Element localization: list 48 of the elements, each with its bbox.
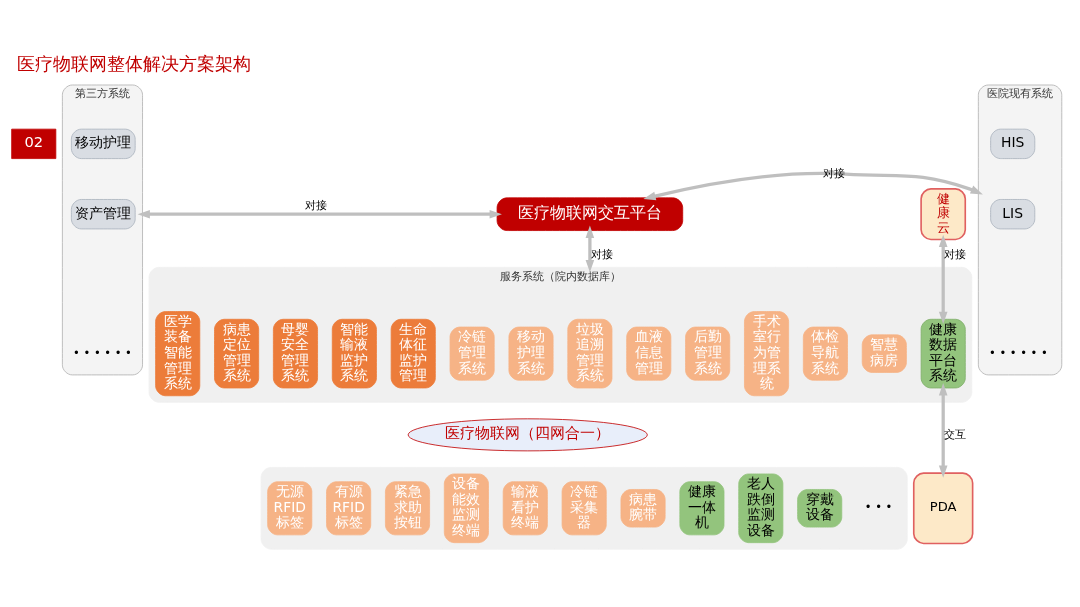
label: • • •: [864, 499, 893, 514]
node-box: 有源RFID标签: [326, 480, 372, 535]
node-box: 设备能效监测终端: [443, 473, 489, 543]
node-box: 后勤管理系统: [685, 326, 731, 381]
node-box: 移动护理系统: [508, 326, 554, 381]
node-ellipse: 医疗物联网（四网合一）: [407, 417, 648, 451]
node-box: 老人跌倒监测设备: [738, 473, 784, 543]
label: • • • • • •: [989, 345, 1048, 360]
node-box: 病患定位管理系统: [214, 318, 260, 388]
arrow: [137, 209, 502, 218]
node-box: 健康数据平台系统: [920, 318, 966, 388]
arrow: [938, 382, 948, 478]
edge-label: 对接: [590, 246, 613, 261]
node-box: LIS: [990, 198, 1036, 229]
node-box: 冷链管理系统: [449, 326, 495, 381]
edge-label: 对接: [822, 165, 845, 180]
node-box: 移动护理: [70, 128, 136, 159]
cluster: [260, 466, 908, 550]
node-box: 资产管理: [70, 198, 136, 229]
node-box: 体检导航系统: [802, 326, 848, 381]
node-box: 紧急求助按钮: [385, 480, 430, 535]
node-box: 生命体征监护管理: [390, 318, 436, 388]
node-box: 医学装备智能管理系统: [155, 310, 201, 396]
node-box: 医疗物联网交互平台: [496, 196, 684, 231]
node-box: HIS: [990, 128, 1036, 159]
arrow: [938, 234, 948, 324]
diagram-title: 医疗物联网整体解决方案架构: [16, 52, 251, 74]
node-box: 血液信息管理: [626, 326, 672, 381]
node-box: 健康云: [920, 187, 967, 240]
node-box: 智能输液监护系统: [331, 318, 377, 388]
edge-label: 对接: [305, 197, 328, 212]
label: • • • • • •: [73, 345, 132, 360]
node-box: 健康一体机: [679, 480, 725, 535]
node-box: 输液看护终端: [502, 480, 548, 535]
node-box: 垃圾追溯管理系统: [567, 318, 613, 388]
edge-label: 交互: [944, 426, 967, 441]
arrow: [585, 225, 595, 272]
node-box: 手术室行为管理系统: [744, 310, 790, 396]
edge-label: 对接: [944, 246, 967, 261]
node-box: 无源RFID标签: [267, 480, 313, 535]
arrow: [643, 171, 983, 200]
node-box: 智慧病房: [861, 333, 907, 373]
node-box: PDA: [912, 471, 974, 544]
node-box: 母婴安全管理系统: [272, 318, 318, 388]
label: 02: [24, 132, 44, 150]
node-box: 病患腕带: [620, 488, 666, 527]
node-box: 冷链采集器: [561, 480, 607, 535]
node-box: 穿戴设备: [797, 488, 843, 527]
